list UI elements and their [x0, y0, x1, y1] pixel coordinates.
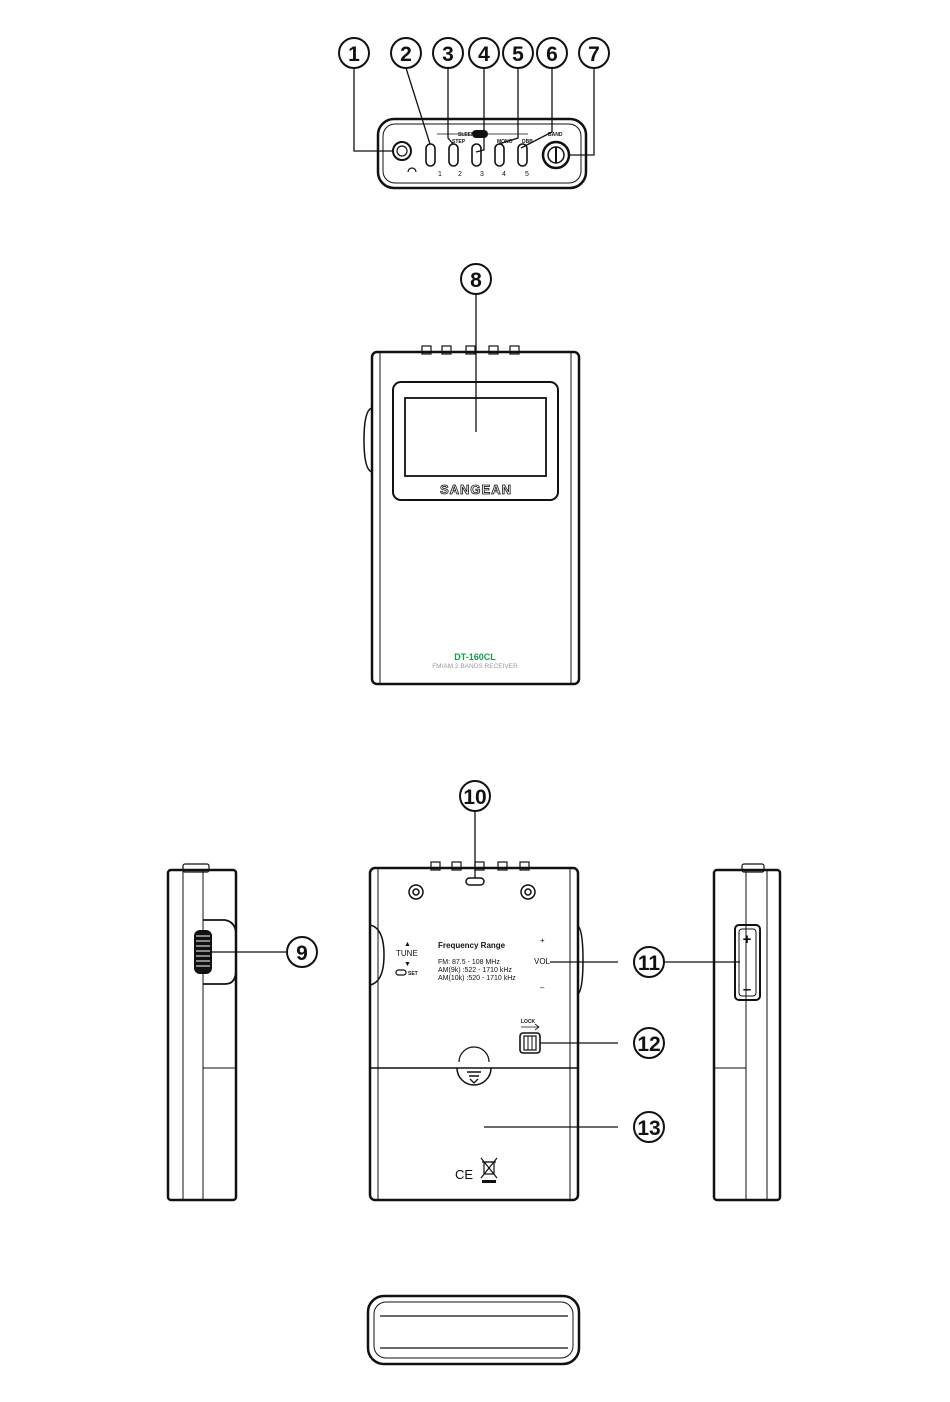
callout-13: 13 [634, 1112, 664, 1142]
callout-6: 6 [537, 38, 567, 68]
svg-text:7: 7 [588, 43, 600, 66]
headphone-jack [393, 142, 411, 160]
left-side-view [168, 864, 286, 1200]
lock-label: LOCK [521, 1019, 536, 1025]
preset-number: 2 [458, 171, 462, 178]
preset-number: 3 [480, 171, 484, 178]
right-side-view: + – [663, 864, 780, 1200]
preset-button-3 [472, 144, 481, 166]
vol-plus: + [540, 936, 545, 945]
step-label: STEP [452, 139, 466, 145]
callout-2: 2 [391, 38, 421, 68]
svg-text:8: 8 [470, 269, 482, 292]
vol-minus: – [540, 983, 545, 992]
back-view: ▲ TUNE ▼ SET Frequency Range FM: 87.5 - … [370, 811, 618, 1200]
preset-button-2 [449, 144, 458, 166]
preset-button-4 [495, 144, 504, 166]
top-view: SLEEP STEP MONO DBB BAND 1 2 3 4 5 [354, 68, 594, 188]
screw [521, 885, 535, 899]
svg-text:4: 4 [478, 43, 490, 66]
svg-text:13: 13 [637, 1117, 660, 1140]
preset-number: 5 [525, 171, 529, 178]
vol-minus-side: – [743, 981, 751, 998]
callout-8: 8 [461, 264, 491, 294]
vol-label: VOL [534, 957, 551, 966]
freq-fm: FM: 87.5 - 108 MHz [438, 959, 500, 966]
callout-5: 5 [503, 38, 533, 68]
vol-plus-side: + [743, 931, 752, 948]
callout-12: 12 [634, 1028, 664, 1058]
preset-number: 4 [502, 171, 506, 178]
svg-text:11: 11 [638, 952, 661, 975]
model-subtitle: FM/AM 2 BANDS RECEIVER [432, 663, 518, 670]
model-name: DT-160CL [454, 652, 496, 662]
svg-text:▼: ▼ [404, 961, 411, 968]
bottom-view [368, 1296, 579, 1364]
svg-text:10: 10 [463, 786, 486, 809]
ce-mark: CE [455, 1167, 473, 1182]
freq-am9: AM(9k) :522 - 1710 kHz [438, 967, 512, 974]
tuning-wheel [194, 930, 212, 974]
callout-11: 11 [634, 947, 664, 977]
callout-4: 4 [469, 38, 499, 68]
preset-number: 1 [438, 171, 442, 178]
svg-text:▲: ▲ [404, 941, 411, 948]
sleep-label: SLEEP [458, 132, 475, 138]
callout-7: 7 [579, 38, 609, 68]
sensor-slot [466, 878, 484, 885]
callout-3: 3 [433, 38, 463, 68]
svg-text:12: 12 [637, 1033, 660, 1056]
freq-am10: AM(10k) :520 - 1710 kHz [438, 975, 516, 982]
freq-title: Frequency Range [438, 941, 506, 950]
set-label: SET [408, 971, 418, 977]
callout-9: 9 [287, 937, 317, 967]
svg-text:2: 2 [400, 43, 412, 66]
callout-10: 10 [460, 781, 490, 811]
weee-bin-icon [481, 1158, 497, 1183]
tune-label: TUNE [396, 949, 418, 958]
callout-1: 1 [339, 38, 369, 68]
screw [409, 885, 423, 899]
svg-text:5: 5 [512, 43, 524, 66]
headphone-icon [408, 168, 416, 172]
front-view: SANGEAN DT-160CL FM/AM 2 BANDS RECEIVER [364, 294, 579, 684]
svg-text:6: 6 [546, 43, 558, 66]
svg-text:9: 9 [296, 942, 308, 965]
brand-logo: SANGEAN [440, 482, 512, 497]
svg-text:3: 3 [442, 43, 454, 66]
svg-text:1: 1 [348, 43, 360, 66]
preset-button-1 [426, 144, 435, 166]
